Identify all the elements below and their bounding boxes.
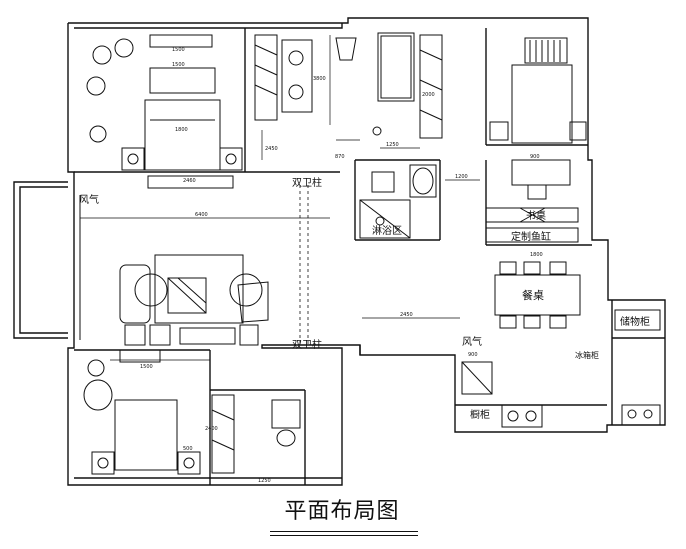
label-air-mid: 风气 [462,335,482,348]
dim-j: 1200 [455,174,468,180]
dim-e: 2450 [265,146,278,152]
label-air-top: 风气 [79,193,99,206]
room-labels: 风气 双卫柱 双卫柱 淋浴区 书桌 定制鱼缸 餐桌 风气 储物柜 橱柜 冰箱柜 [79,176,650,421]
label-cabinet: 定制鱼缸 [511,230,551,243]
dim-f: 2460 [183,178,196,184]
dining-furniture [461,261,661,395]
title-underline [270,531,418,532]
dim-m: 900 [530,154,540,160]
label-window-pillar-top: 双卫柱 [292,176,322,189]
label-desk: 书桌 [526,209,546,222]
plan-title: 平面布局图 [284,499,400,524]
title-underline-thin [270,535,418,536]
master-bedroom-furniture [86,34,243,189]
label-stove: 橱柜 [470,408,490,421]
dim-n: 1500 [140,364,153,370]
dashed-guides [299,185,309,345]
right-bedroom-furniture [489,37,587,200]
dim-k: 2450 [400,312,413,318]
dim-p: 2400 [205,426,218,432]
dim-d: 3800 [313,76,326,82]
dim-c: 1800 [175,127,188,133]
label-fridge: 冰箱柜 [575,350,599,360]
living-room-furniture [79,195,269,346]
middle-bathroom [359,164,437,239]
walls [13,17,666,486]
label-shower: 淋浴区 [372,224,402,237]
top-wardrobes [254,32,443,139]
dim-g: 6400 [195,212,208,218]
dim-b: 1500 [172,62,185,68]
dim-o: 1250 [258,478,271,484]
bottom-bedroom-furniture [83,349,301,475]
kitchen-furniture [501,404,661,428]
label-dining: 餐桌 [522,288,544,302]
dimension-labels: 1500 1500 1800 3800 2450 2460 6400 1250 … [140,47,543,484]
cabinet-area [485,207,579,243]
dim-q: 500 [183,446,193,452]
dim-r: 900 [468,352,478,358]
dim-s: 2000 [422,92,435,98]
label-window-pillar-mid: 双卫柱 [292,338,322,351]
dim-h: 1250 [386,142,399,148]
label-storage: 储物柜 [620,315,650,328]
dim-i: 870 [335,154,345,160]
dim-a: 1500 [172,47,185,53]
dim-l: 1800 [530,252,543,258]
